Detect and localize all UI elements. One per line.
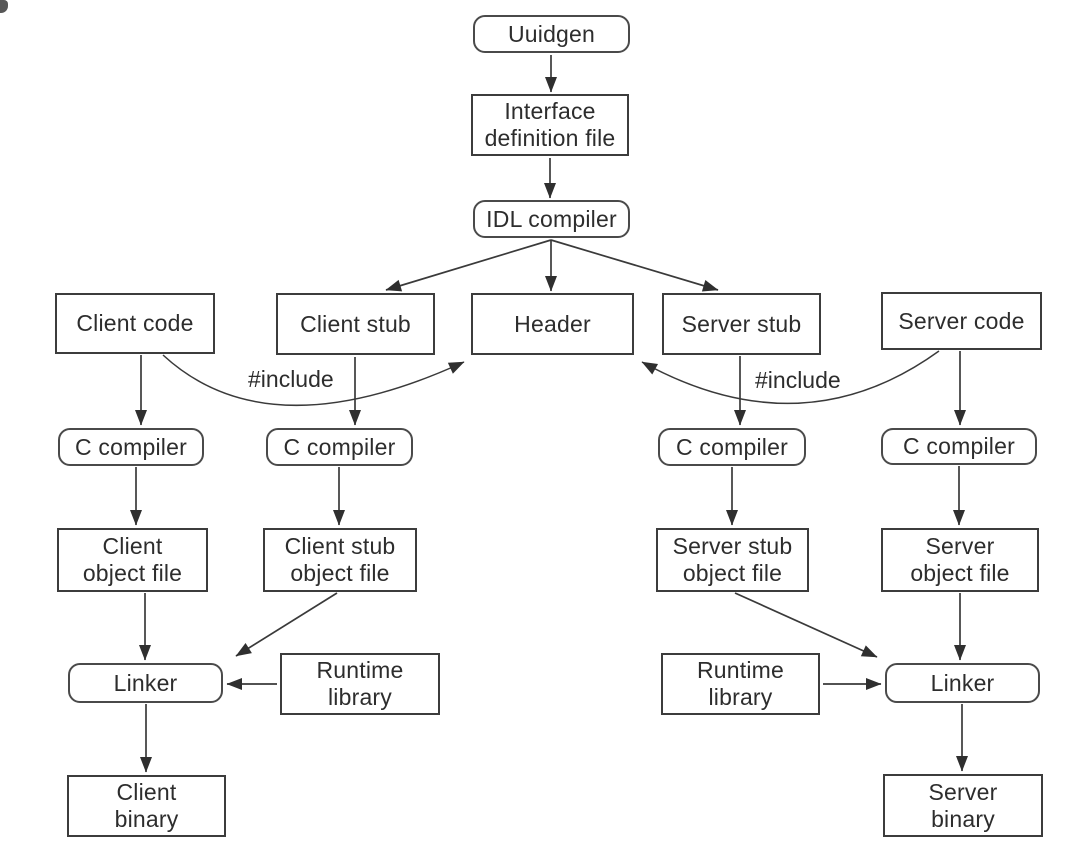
- server-object-file-box: Server object file: [881, 528, 1039, 592]
- server-code-box: Server code: [881, 292, 1042, 350]
- server-stub-object-file-box: Server stub object file: [656, 528, 809, 592]
- client-code-box: Client code: [55, 293, 215, 354]
- arrow-idl-to-client-stub: [385, 239, 552, 292]
- client-stub-object-file-box: Client stub object file: [263, 528, 417, 592]
- linker-left-box: Linker: [68, 663, 223, 703]
- page-edge-artifact: [0, 0, 8, 13]
- runtime-library-left-box: Runtime library: [280, 653, 440, 715]
- header-box: Header: [471, 293, 634, 355]
- idl-compiler-box: IDL compiler: [473, 200, 630, 238]
- arrow-server-stub-obj-to-linker: [734, 592, 878, 658]
- c-compiler-server-code-box: C compiler: [881, 428, 1037, 465]
- include-label-left: #include: [248, 366, 334, 392]
- include-label-right: #include: [755, 367, 841, 393]
- linker-right-box: Linker: [885, 663, 1040, 703]
- uuidgen-box: Uuidgen: [473, 15, 630, 53]
- server-binary-box: Server binary: [883, 774, 1043, 837]
- arrow-idl-to-server-stub: [550, 239, 719, 292]
- client-object-file-box: Client object file: [57, 528, 208, 592]
- server-stub-box: Server stub: [662, 293, 821, 355]
- c-compiler-client-code-box: C compiler: [58, 428, 204, 466]
- client-binary-box: Client binary: [67, 775, 226, 837]
- arrow-include-server-to-header: [641, 350, 940, 405]
- arrow-client-stub-obj-to-linker: [235, 592, 338, 657]
- arrow-include-client-to-header: [162, 354, 465, 407]
- c-compiler-client-stub-box: C compiler: [266, 428, 413, 466]
- client-stub-box: Client stub: [276, 293, 435, 355]
- interface-definition-file-box: Interface definition file: [471, 94, 629, 156]
- runtime-library-right-box: Runtime library: [661, 653, 820, 715]
- c-compiler-server-stub-box: C compiler: [658, 428, 806, 466]
